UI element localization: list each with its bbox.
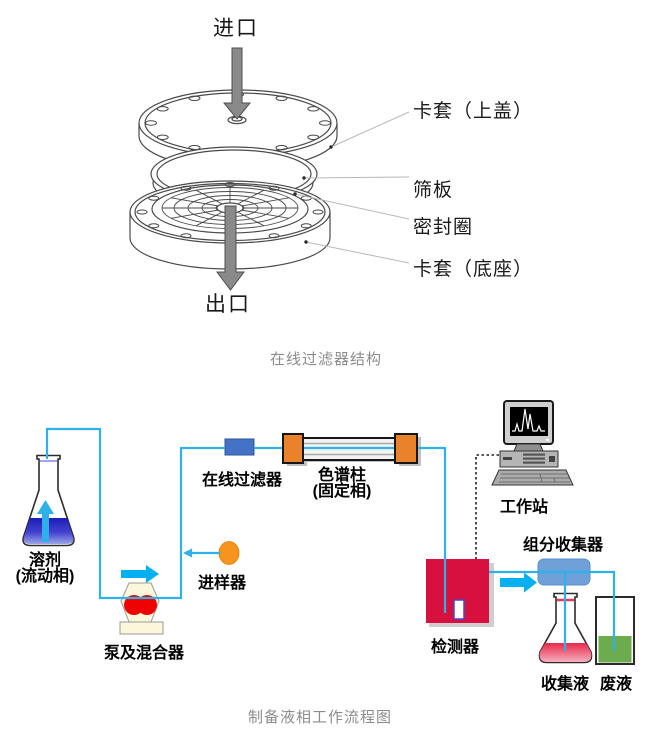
pump-mixer [119, 582, 164, 635]
injector-dot [218, 541, 240, 565]
tubing [45, 427, 616, 651]
part-label-top-cover: 卡套（上盖） [413, 100, 534, 122]
leader-dots [293, 145, 333, 244]
data-cable-dotted [475, 454, 499, 559]
inline-filter-box [224, 438, 255, 456]
part-label-seal-ring: 密封圈 [413, 216, 474, 238]
solvent-label: 溶剂 (流动相) [15, 552, 75, 585]
inlet-arrow [222, 47, 252, 120]
outlet-arrow [216, 205, 245, 291]
fraction-collector-label: 组分收集器 [522, 537, 603, 554]
pump-label: 泵及混合器 [103, 645, 184, 662]
monitor-stand [513, 443, 544, 452]
solvent-flask [22, 454, 75, 547]
injector-label: 进样器 [197, 575, 246, 592]
solvent-up-arrow [37, 500, 54, 542]
pump-roller [137, 595, 157, 615]
injector-arrowhead [183, 548, 192, 558]
inlet-label: 进口 [213, 16, 259, 40]
outlet-label: 出口 [205, 292, 251, 316]
collected-label: 收集液 [540, 676, 589, 693]
part-label-sieve-plate: 筛板 [413, 179, 454, 201]
detector-box [426, 559, 494, 627]
pump-flow-arrow [121, 565, 159, 583]
waste-label: 废液 [599, 676, 632, 693]
detector-label: 检测器 [430, 639, 479, 656]
filter-exploded-drawing [129, 47, 410, 291]
bottom-caption: 制备液相工作流程图 [247, 709, 392, 726]
chromatogram-trace [512, 408, 545, 432]
inline-filter-label: 在线过滤器 [201, 472, 282, 489]
column-label: 色谱柱 (固定相) [312, 467, 372, 500]
leader-lines [294, 111, 410, 264]
column-caps [282, 433, 418, 464]
collector-flow-arrow [500, 572, 537, 593]
top-caption: 在线过滤器结构 [269, 351, 382, 368]
bolt-holes-base [136, 182, 324, 242]
detector-cell-window [453, 599, 465, 620]
part-label-base: 卡套（底座） [413, 258, 534, 280]
collect-liquid [539, 643, 592, 662]
workstation-computer [475, 400, 574, 559]
workstation-label: 工作站 [499, 499, 548, 516]
